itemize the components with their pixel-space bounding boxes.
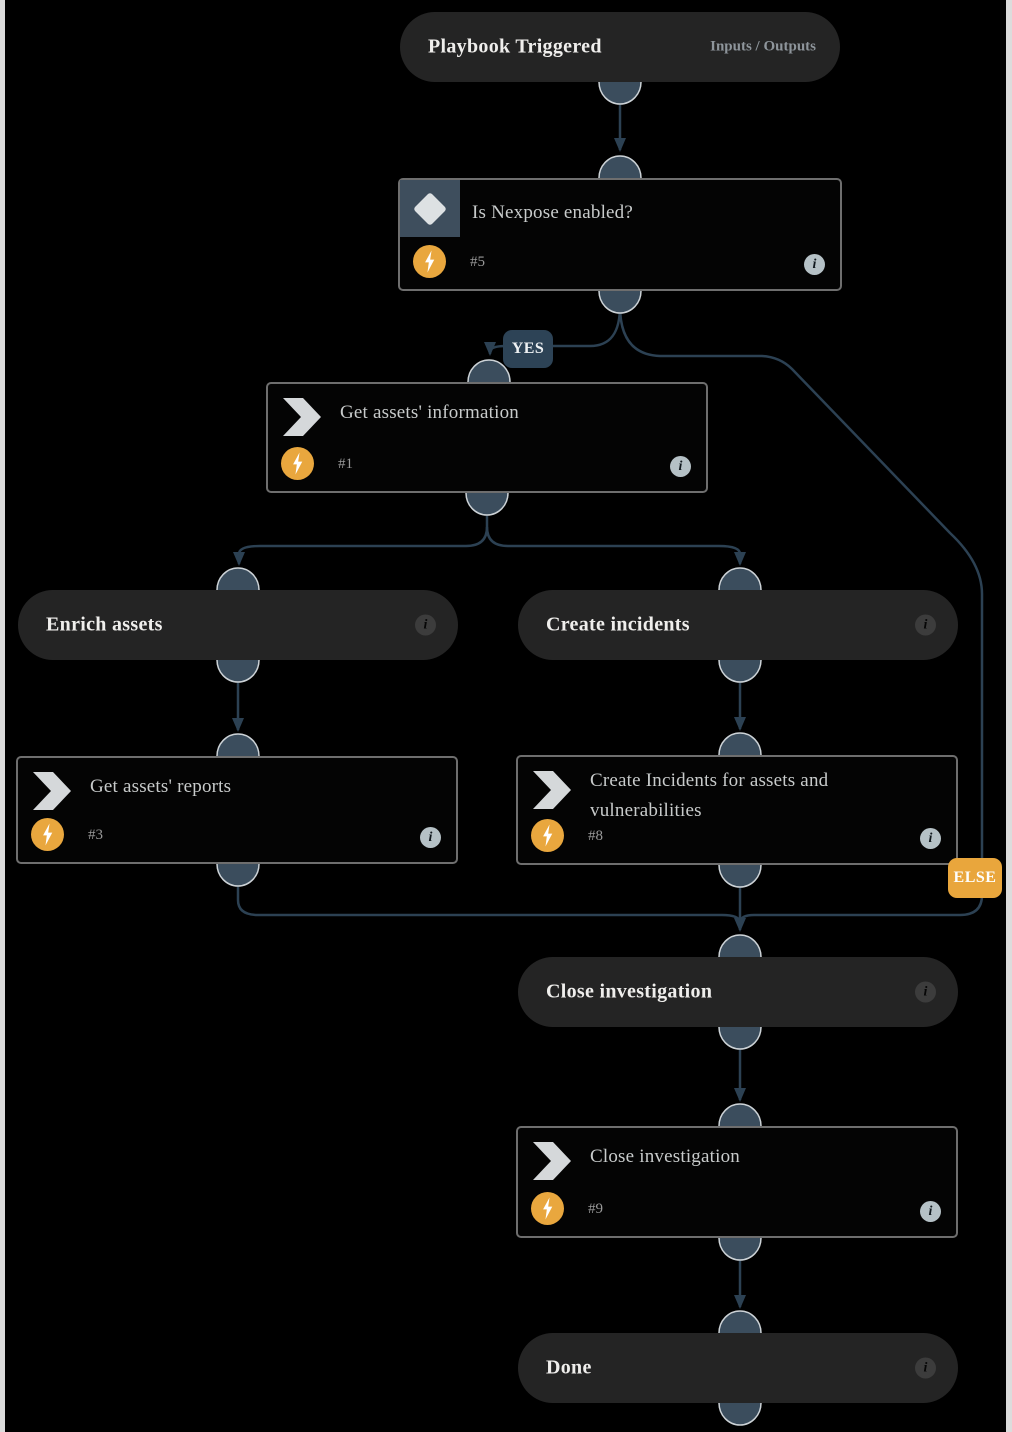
node-title: Get assets' information [340,402,519,423]
node-title: Get assets' reports [90,776,232,797]
lightning-bolt-icon [281,447,314,480]
node-task-close-investigation[interactable]: Close investigation #9 i [516,1126,958,1238]
info-icon[interactable]: i [915,1357,936,1379]
chevron-task-icon [533,1142,571,1180]
node-section-close-investigation[interactable]: Close investigation i [518,957,958,1027]
node-title: Playbook Triggered [428,35,602,58]
lightning-bolt-icon [31,818,64,851]
task-number: #9 [588,1201,603,1217]
branch-label-yes: YES [503,330,553,368]
node-title: Create Incidents for assets and vulnerab… [590,770,829,821]
task-number: #5 [470,254,485,270]
node-condition-is-nexpose-enabled[interactable]: Is Nexpose enabled? #5 i [398,178,842,291]
window-frame-right [1006,0,1012,1432]
info-icon[interactable]: i [670,456,691,477]
inputs-outputs-link[interactable]: Inputs / Outputs [710,38,816,55]
lightning-bolt-icon [413,245,446,278]
chevron-task-icon [533,771,571,809]
lightning-bolt-icon [531,819,564,852]
node-title: Create incidents [546,613,690,636]
info-icon[interactable]: i [415,614,436,636]
task-number: #3 [88,827,103,843]
chevron-task-icon [283,398,321,436]
diamond-condition-icon [413,191,447,226]
node-playbook-triggered[interactable]: Playbook Triggered Inputs / Outputs [400,12,840,82]
task-number: #8 [588,828,603,844]
condition-icon-box [400,180,460,237]
node-title: Close investigation [546,980,713,1003]
node-task-get-assets-information[interactable]: Get assets' information #1 i [266,382,708,493]
info-icon[interactable]: i [920,828,941,849]
node-section-create-incidents[interactable]: Create incidents i [518,590,958,660]
info-icon[interactable]: i [420,827,441,848]
info-icon[interactable]: i [915,614,936,636]
node-task-create-incidents-for-assets[interactable]: Create Incidents for assets and vulnerab… [516,755,958,865]
edge-lines [232,102,984,1309]
info-icon[interactable]: i [804,254,825,275]
node-title: Is Nexpose enabled? [472,202,634,223]
branch-label-else: ELSE [948,858,1002,898]
info-icon[interactable]: i [915,981,936,1003]
node-title: Close investigation [590,1146,740,1167]
window-frame-left [0,0,5,1432]
node-title: Enrich assets [46,613,163,636]
node-section-enrich-assets[interactable]: Enrich assets i [18,590,458,660]
node-connectors[interactable] [216,81,762,1426]
info-icon[interactable]: i [920,1201,941,1222]
node-task-get-assets-reports[interactable]: Get assets' reports #3 i [16,756,458,864]
task-number: #1 [338,456,353,472]
chevron-task-icon [33,772,71,810]
node-title: Done [546,1356,592,1379]
lightning-bolt-icon [531,1192,564,1225]
node-section-done[interactable]: Done i [518,1333,958,1403]
